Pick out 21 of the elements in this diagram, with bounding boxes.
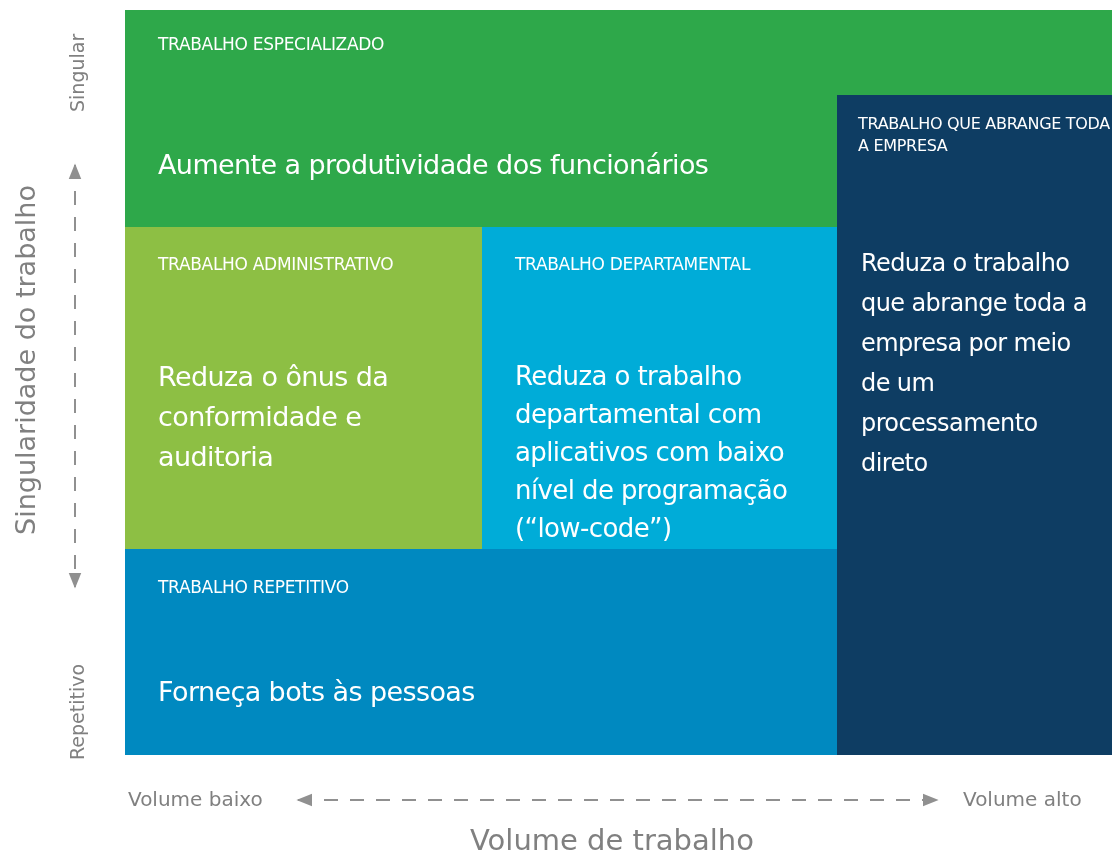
category-description: Forneça bots às pessoas — [158, 675, 476, 709]
category-panel — [482, 227, 837, 549]
axis-end-label: Volume baixo — [128, 787, 263, 811]
category-panel — [125, 549, 837, 755]
category-heading: TRABALHO ESPECIALIZADO — [158, 33, 386, 55]
axis-end-label: Singular — [66, 33, 89, 112]
axis-end-label: Volume alto — [963, 787, 1082, 811]
category-description: Reduza o trabalho que abrange toda a empresa por meio de um processamento direto — [861, 248, 1088, 479]
category-description: Reduza o trabalho departamental com aplicativos com baixo nível de programação (“low-code”) — [515, 360, 789, 545]
category-description: Aumente a produtividade dos funcionários — [158, 148, 710, 182]
category-panel — [125, 10, 837, 227]
axis-title: Singularidade do trabalho — [10, 185, 42, 535]
axis-title: Volume de trabalho — [470, 823, 754, 858]
category-heading: TRABALHO QUE ABRANGE TODA A EMPRESA — [858, 113, 1111, 157]
category-panel — [837, 10, 1112, 755]
category-heading: TRABALHO REPETITIVO — [158, 576, 350, 598]
category-panel — [125, 227, 482, 549]
category-heading: TRABALHO DEPARTAMENTAL — [515, 253, 752, 275]
axis-end-label: Repetitivo — [66, 663, 89, 760]
category-description: Reduza o ônus da conformidade e auditoria — [158, 360, 390, 474]
category-heading: TRABALHO ADMINISTRATIVO — [158, 253, 395, 275]
